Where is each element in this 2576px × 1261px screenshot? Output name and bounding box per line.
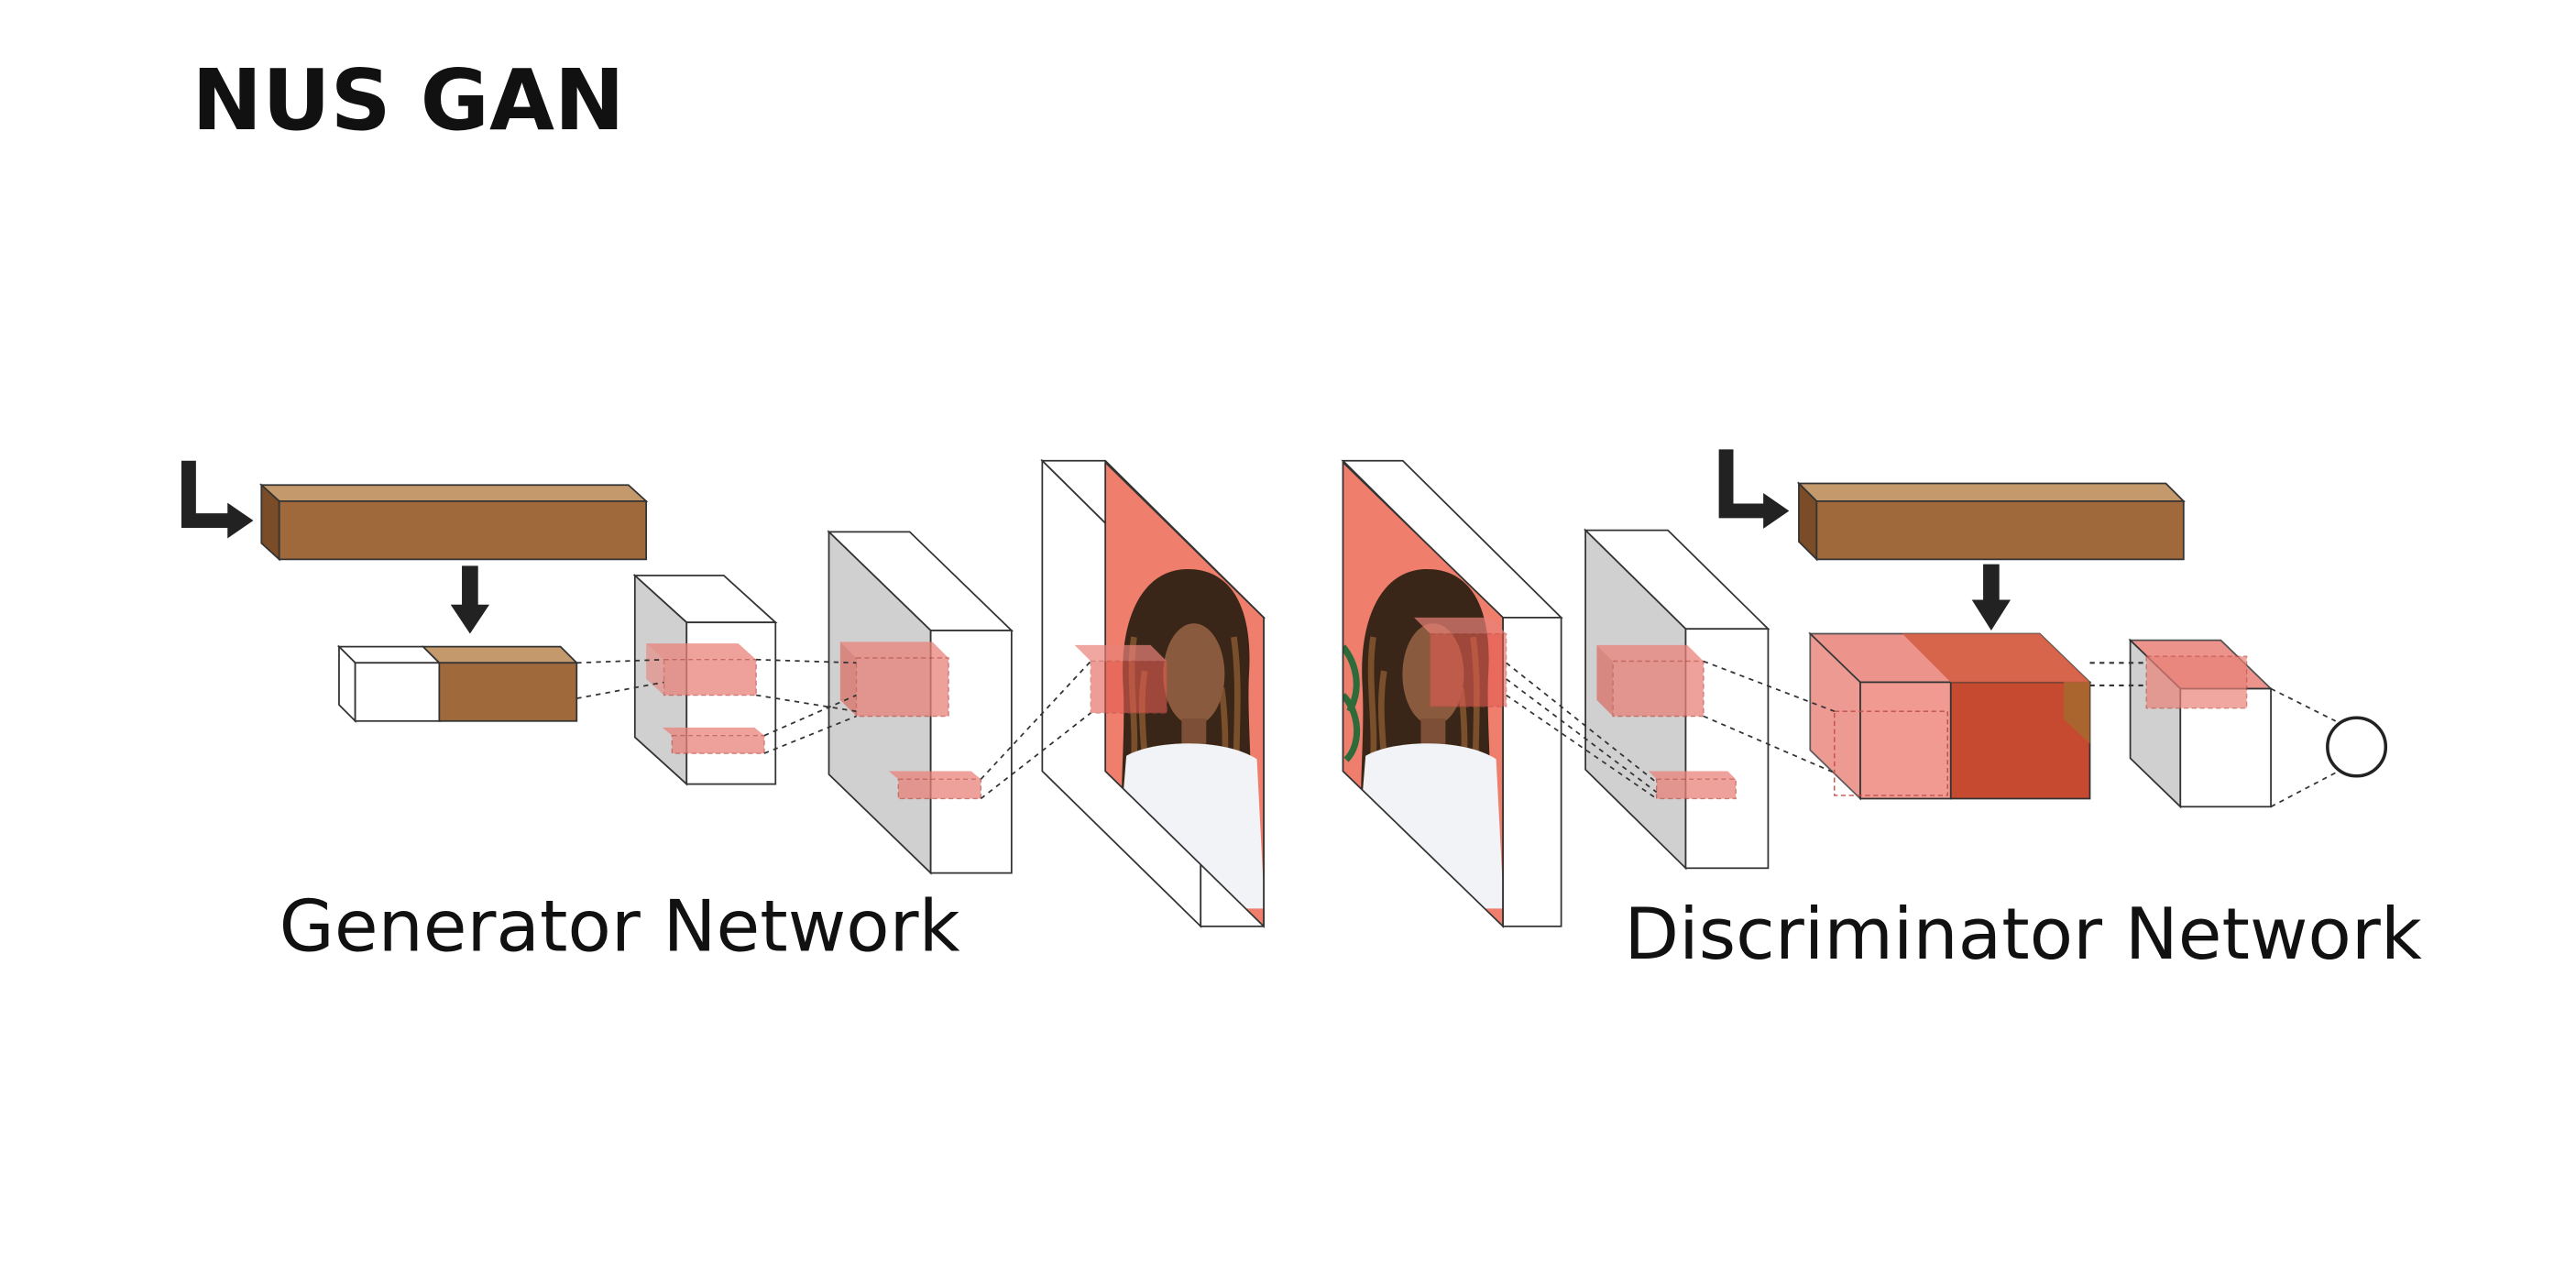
discriminator-layer-final xyxy=(2128,638,2274,809)
discriminator-connections-2 xyxy=(1703,660,1836,774)
generator-down-arrow-icon xyxy=(450,565,490,634)
diagram-title: NUS GAN xyxy=(192,51,624,149)
generator-connections-2 xyxy=(755,658,857,754)
discriminator-down-arrow-icon xyxy=(1971,564,2011,630)
generator-output-image xyxy=(1040,458,1266,928)
generator-layer-1 xyxy=(632,574,778,786)
generator-concat-block xyxy=(336,644,579,723)
generator-connections-3 xyxy=(980,660,1091,800)
generator-label: Generator Network xyxy=(280,885,960,968)
generator-input-arrow-icon xyxy=(181,460,254,539)
generator-layer-2 xyxy=(827,530,1014,875)
discriminator-layer-1 xyxy=(1583,528,1770,871)
discriminator-connections-1 xyxy=(1506,662,1658,800)
discriminator-condition-vector xyxy=(1796,481,2186,562)
discriminator-label: Discriminator Network xyxy=(1624,894,2421,976)
generator-latent-vector xyxy=(259,483,649,562)
discriminator-input-image xyxy=(1341,459,1563,928)
discriminator-output-node xyxy=(2270,687,2388,808)
discriminator-combined-block xyxy=(1808,631,2092,801)
discriminator-input-arrow-icon xyxy=(1718,449,1790,529)
